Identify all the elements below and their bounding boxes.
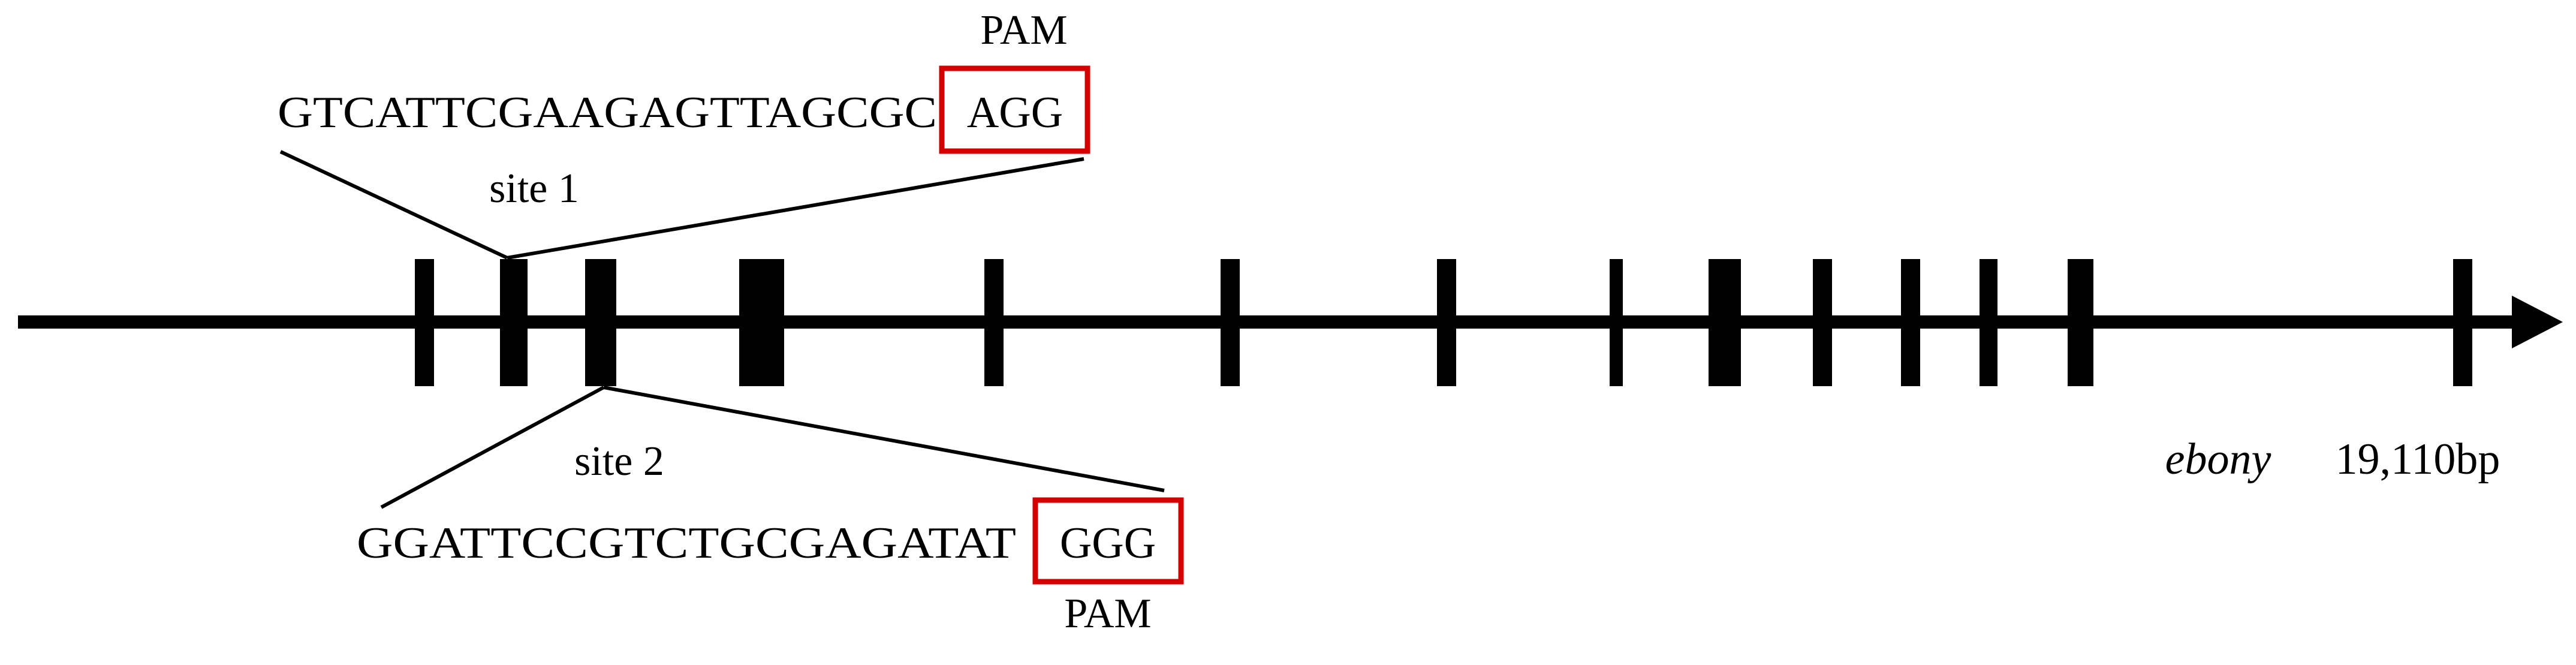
exon-3 <box>585 259 616 386</box>
exon-9 <box>1709 259 1741 386</box>
exon-6 <box>1221 259 1240 386</box>
gene-direction-arrowhead <box>2512 296 2563 348</box>
site1-pam-label: PAM <box>980 7 1067 53</box>
exon-13 <box>2068 259 2093 386</box>
exon-11 <box>1901 259 1920 386</box>
site1-zoom-line-left <box>279 150 508 260</box>
site2-pam-sequence: GGG <box>1060 519 1156 568</box>
site2-pam-box <box>1032 497 1184 585</box>
exon-14 <box>2453 259 2472 386</box>
site1-pam-box <box>939 65 1090 154</box>
exon-7 <box>1437 259 1456 386</box>
exon-4 <box>739 259 784 386</box>
exon-8 <box>1610 259 1623 386</box>
gene-length: 19,110bp <box>2336 435 2500 484</box>
site1-sequence: GTCATTCGAAGAGTTAGCGC <box>278 88 937 137</box>
exon-12 <box>1980 259 1997 386</box>
exon-10 <box>1813 259 1832 386</box>
site1-zoom-line-right <box>507 157 1084 260</box>
exon-1 <box>415 259 434 386</box>
site2-zoom-line-left <box>380 386 605 509</box>
site1-label: site 1 <box>489 166 579 212</box>
site1-pam-sequence: AGG <box>967 88 1063 137</box>
exon-2 <box>500 259 528 386</box>
gene-name: ebony <box>2165 435 2271 484</box>
site2-zoom-line-right <box>603 386 1165 492</box>
exons <box>415 259 2472 386</box>
site2-sequence: GGATTCCGTCTGCGAGATAT <box>357 519 1016 568</box>
site2-label: site 2 <box>574 438 664 485</box>
exon-5 <box>984 259 1004 386</box>
site2-pam-label: PAM <box>1064 591 1151 637</box>
